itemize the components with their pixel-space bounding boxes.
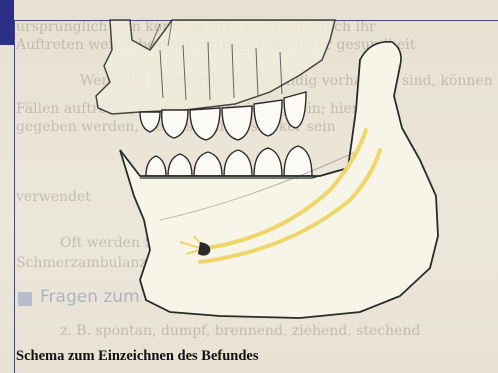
figure-caption: Schema zum Einzeichnen des Befundes xyxy=(16,348,259,365)
lower-teeth xyxy=(146,146,312,176)
